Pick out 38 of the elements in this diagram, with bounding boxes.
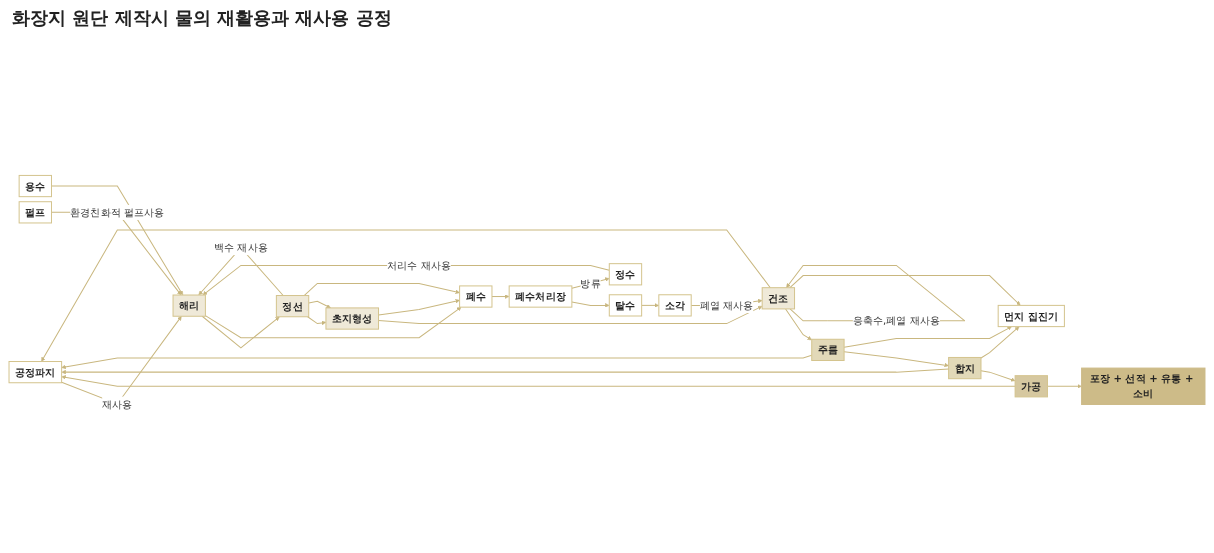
arrow — [491, 294, 510, 299]
arrow — [571, 301, 610, 308]
node-box: 합지 — [948, 356, 982, 380]
edge-label: 환경친화적 펄프사용 — [70, 206, 165, 219]
arrow — [201, 315, 280, 349]
node-box: 해리 — [172, 294, 206, 317]
node-box: 폐수처리장 — [508, 285, 573, 308]
node-box: 초지형성 — [325, 307, 380, 330]
node-box: 용수 — [18, 174, 52, 198]
arrow — [308, 300, 331, 309]
arrow — [980, 370, 1016, 382]
arrow — [980, 326, 1020, 359]
diagram-title: 화장지 원단 제작시 물의 재활용과 재사용 공정 — [11, 6, 393, 30]
node-box: 포장 + 선적 + 유통 + 소비 — [1081, 367, 1206, 405]
arrow — [785, 308, 812, 341]
node-box: 펄프 — [18, 201, 52, 224]
node-box: 소각 — [658, 294, 692, 317]
node-box: 가공 — [1014, 375, 1048, 398]
edge-label: 백수 재사용 — [214, 241, 268, 254]
node-box: 공정파지 — [8, 361, 63, 384]
edge-label: 처리수 재사용 — [387, 259, 452, 272]
edge-label: 폐열 재사용 — [699, 299, 754, 312]
node-box: 탈수 — [608, 294, 643, 317]
arrow — [303, 282, 460, 297]
edge-label: 방류 — [580, 277, 601, 290]
arrow — [378, 306, 763, 325]
arrow — [61, 375, 1016, 387]
edge-label: 재사용 — [102, 397, 133, 411]
node-box: 먼지 집진기 — [997, 304, 1065, 328]
arrow — [789, 275, 1021, 306]
arrow — [41, 229, 771, 362]
node-box: 폐수 — [459, 285, 493, 308]
edge-label: 응축수,폐열 재사용 — [852, 314, 941, 327]
node-box: 정선 — [275, 295, 310, 318]
arrow — [378, 298, 460, 316]
node-box: 주름 — [811, 338, 845, 361]
node-box: 정수 — [608, 263, 643, 286]
node-box: 건조 — [761, 287, 796, 310]
